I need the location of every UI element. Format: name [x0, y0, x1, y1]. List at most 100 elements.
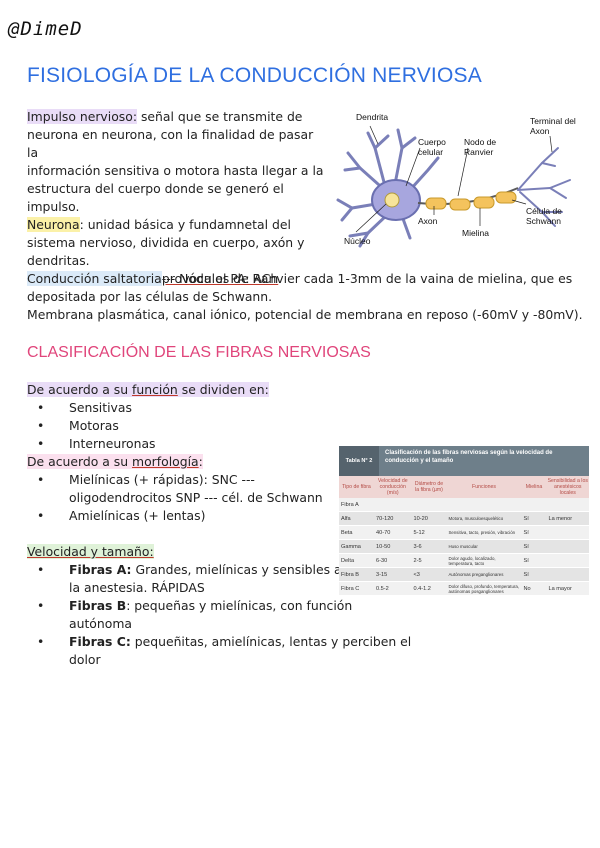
table-cell: 2-5 [411, 553, 447, 568]
table-cell: La menor [546, 511, 589, 526]
table-cell [411, 498, 447, 512]
impulso-term: Impulso nervioso: [27, 109, 137, 124]
table-cell [374, 498, 412, 512]
col-header: Funciones [446, 476, 522, 498]
table-cell: 6-30 [374, 553, 412, 568]
conduccion-term: Conducción saltatoria [27, 271, 162, 286]
list-item: Mielínicas (+ rápidas): SNC ---oligodend… [27, 471, 327, 507]
neurona-term: Neurona [27, 217, 80, 232]
impulso-line: información sensitiva o motora hasta lle… [27, 163, 324, 178]
neurona-line: dendritas. [27, 253, 90, 268]
table-cell: No [521, 581, 547, 596]
col-header: Diámetro de la fibra (µm) [411, 476, 447, 498]
page-title: FISIOLOGÍA DE LA CONDUCCIÓN NERVIOSA [27, 64, 482, 87]
impulso-line: neurona en neurona, con la finalidad de … [27, 127, 314, 160]
table-cell: Autónomas preganglionares [446, 567, 522, 582]
table-cell [521, 498, 547, 512]
label-dendrita: Dendrita [356, 112, 389, 122]
morfologia-heading: De acuerdo a su morfología: [27, 454, 203, 469]
neurona-line: sistema nervioso, dividida en cuerpo, ax… [27, 235, 305, 250]
table-cell: 0.5-2 [374, 581, 412, 596]
funcion-heading: De acuerdo a su función se dividen en: [27, 382, 269, 397]
table-cell: Delta [339, 553, 374, 568]
velocidad-heading: Velocidad y tamaño: [27, 544, 154, 559]
label-mielina: Mielina [462, 228, 489, 238]
membrana-line: Membrana plasmática, canal iónico, poten… [27, 307, 583, 322]
table-cell: Sí [521, 525, 547, 540]
table-cell: Sí [521, 539, 547, 554]
label-cuerpo: Cuerpo celular [418, 137, 446, 157]
list-item: Interneuronas [27, 435, 327, 453]
table-cell: Sí [521, 553, 547, 568]
neuron-diagram: Dendrita Cuerpo celular Nodo de Ranvier … [330, 108, 588, 250]
impulso-line-1: Impulso nervioso: señal que se transmite… [27, 108, 327, 126]
table-cell: Fibra B [339, 567, 374, 582]
col-header: Tipo de fibra [339, 476, 374, 498]
table-head-row: Tipo de fibra Velocidad de conducción (m… [339, 476, 589, 498]
table-cell: Sí [521, 567, 547, 582]
col-header: Velocidad de conducción (m/s) [374, 476, 412, 498]
col-header: Sensibilidad a los anestésicos locales [546, 476, 589, 498]
fibers-table: Tabla N° 2 Clasificación de las fibras n… [339, 446, 589, 606]
table-cell: Dolor difuso, profundo, temperatura, aut… [446, 581, 522, 596]
list-item: Motoras [27, 417, 327, 435]
table-cell [546, 525, 589, 540]
table-cell: Sensitiva, tacto, presión, vibración [446, 525, 522, 540]
label-nodo: Nodo de Ranvier [464, 137, 497, 157]
table-cell: 10-20 [411, 511, 447, 526]
conduccion-text: --- Nódulos de Ranvier cada 1-3mm de la … [161, 271, 573, 286]
table-cell: Alfa [339, 511, 374, 526]
neurona-text: : unidad básica y fundamnetal del [79, 217, 291, 232]
impulso-text: señal que se transmite de [140, 109, 303, 124]
table-cell: Gamma [339, 539, 374, 554]
table-cell: Fibra A [339, 498, 374, 512]
label-nucleo: Núcleo [344, 236, 371, 246]
list-item: Fibras A: Grandes, mielínicas y sensible… [27, 561, 427, 597]
section-heading: CLASIFICACIÓN DE LAS FIBRAS NERVIOSAS [27, 344, 371, 361]
impulso-line: impulso. [27, 199, 80, 214]
funcion-block: De acuerdo a su función se dividen en: S… [27, 381, 327, 525]
table-cell: Dolor agudo, localizado, temperatura, ta… [446, 553, 522, 568]
morfologia-list: Mielínicas (+ rápidas): SNC ---oligodend… [27, 471, 327, 525]
impulso-line: estructura del cuerpo donde se generó el [27, 181, 284, 196]
neurona-line-1: Neurona: unidad básica y fundamnetal del [27, 216, 327, 234]
table-cell [546, 498, 589, 512]
table-cell: Fibra C [339, 581, 374, 596]
table-cell: 40-70 [374, 525, 412, 540]
neuron-illustration [336, 125, 571, 248]
conduccion-line-1: Conducción saltatoria--- Nódulos de Ranv… [27, 270, 587, 288]
table-cell: 0.4-1.2 [411, 581, 447, 596]
table-cell: 10-50 [374, 539, 412, 554]
conduccion-line: depositada por las células de Schwann. [27, 289, 273, 304]
label-terminal: Terminal del Axon [530, 116, 576, 136]
table-cell: 5-12 [411, 525, 447, 540]
table-cell [546, 567, 589, 582]
table-grid: Tipo de fibra Velocidad de conducción (m… [339, 476, 589, 596]
table-number: Tabla N° 2 [339, 446, 379, 476]
table-cell [546, 553, 589, 568]
fibras-list: Fibras A: Grandes, mielínicas y sensible… [27, 561, 427, 669]
table-cell: <3 [411, 567, 447, 582]
intro-left-block: Impulso nervioso: señal que se transmite… [27, 108, 327, 288]
table-cell: Beta [339, 525, 374, 540]
velocidad-block: Velocidad y tamaño: Fibras A: Grandes, m… [27, 543, 427, 669]
table-cell [446, 498, 522, 512]
table-cell: 3-6 [411, 539, 447, 554]
table-cell [546, 539, 589, 554]
label-axon: Axon [418, 216, 438, 226]
table-header-bar: Tabla N° 2 Clasificación de las fibras n… [339, 446, 589, 476]
table-cell: Motora, musculoesquelético [446, 511, 522, 526]
list-item: Fibras B: pequeñas y mielínicas, con fun… [27, 597, 427, 633]
list-item: Amielínicas (+ lentas) [27, 507, 327, 525]
table-row: Fibra A [339, 498, 589, 512]
table-cell: 3-15 [374, 567, 412, 582]
label-celula: Célula de Schwann [526, 206, 562, 226]
table-cell: Sí [521, 511, 547, 526]
signature: @DimeD [8, 18, 83, 40]
